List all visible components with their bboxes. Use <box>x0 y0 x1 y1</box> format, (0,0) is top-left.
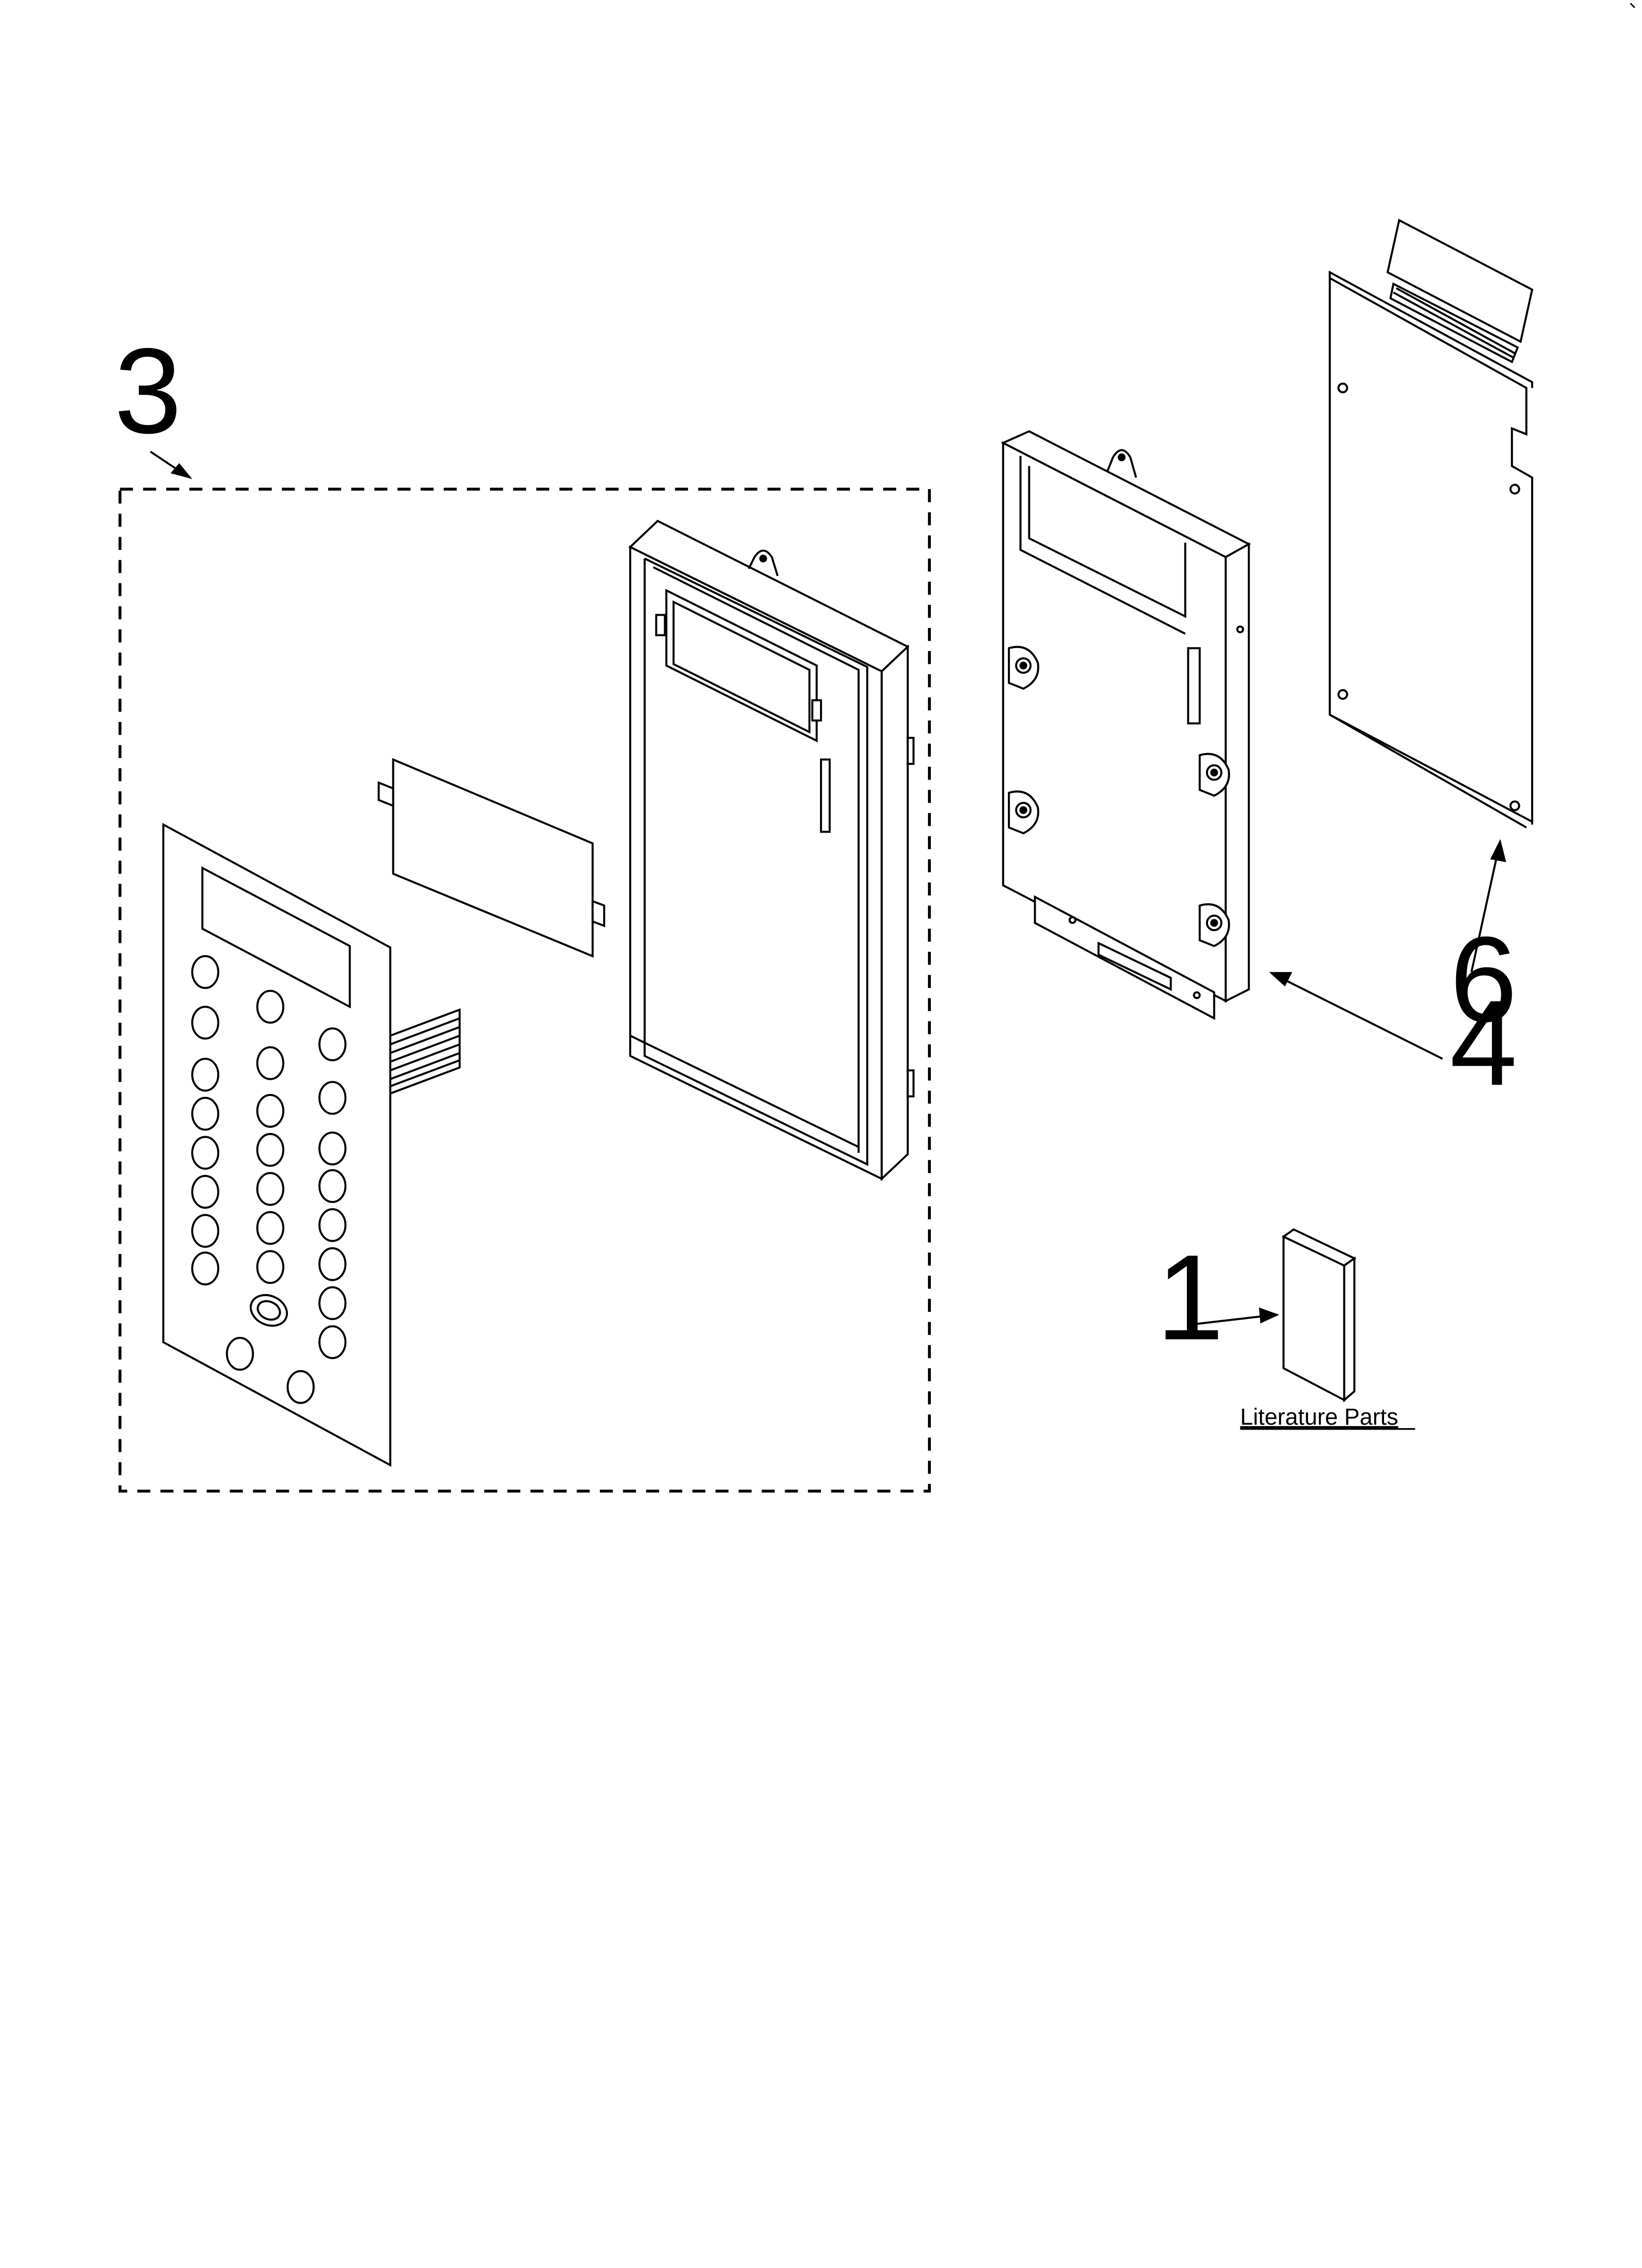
callout-3-arrow <box>150 450 192 479</box>
keypad-start-button <box>250 1294 288 1327</box>
callout-1-arrow <box>1188 1307 1280 1326</box>
callout-4: 4 <box>1450 975 1517 1111</box>
literature-booklet <box>1282 1228 1357 1403</box>
callout-6-arrow <box>1470 839 1506 972</box>
keypad-buttons-left <box>191 955 220 1286</box>
assembly-3-dashed-box <box>118 488 931 1493</box>
control-housing <box>1001 430 1251 1020</box>
keypad-buttons-right <box>318 1027 347 1359</box>
control-panel-frame <box>628 520 915 1181</box>
callout-3: 3 <box>114 323 182 459</box>
callout-1: 1 <box>1156 1230 1224 1365</box>
keypad-buttons-middle <box>256 990 284 1284</box>
keypad-buttons-bottom <box>226 1336 315 1404</box>
corner-mark <box>1630 2 1636 8</box>
callout-6: 6 <box>1450 912 1517 1047</box>
housing-mounting-bosses <box>1008 646 1230 947</box>
keypad-ribbon-cable <box>390 1008 461 1095</box>
literature-parts-label: Literature Parts <box>1240 1404 1398 1430</box>
keypad-display-window <box>201 866 351 1009</box>
circuit-board <box>1329 218 1534 829</box>
callout-4-arrow <box>1269 972 1443 1060</box>
display-window-lens <box>378 758 605 958</box>
board-ribbon-connector <box>1386 218 1534 364</box>
keypad-membrane <box>162 823 461 1467</box>
